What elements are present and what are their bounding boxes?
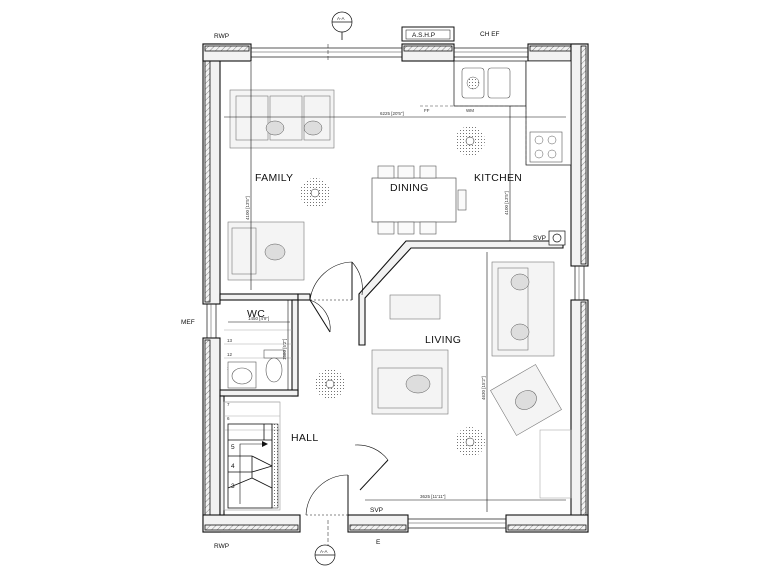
room-label-living: LIVING bbox=[425, 334, 461, 346]
dining-table bbox=[371, 165, 467, 235]
kitchen-units bbox=[420, 60, 572, 246]
ashp-box bbox=[401, 26, 455, 42]
svp-bottom-label: SVP bbox=[370, 507, 383, 514]
stair-step-4: 4 bbox=[231, 463, 235, 470]
section-top-label: A-A bbox=[337, 16, 345, 21]
windows bbox=[206, 47, 585, 529]
stair-step-12: 12 bbox=[227, 352, 233, 357]
room-label-family: FAMILY bbox=[255, 172, 293, 184]
dim-living-width: 3625 [11'11"] bbox=[420, 494, 446, 499]
external-walls bbox=[202, 43, 589, 533]
dim-width-top: 6225 [20'5"] bbox=[380, 111, 404, 116]
section-markers bbox=[314, 11, 353, 566]
chef-label: CH EF bbox=[480, 31, 500, 38]
dim-wc-width: 1450 [4'9"] bbox=[248, 316, 269, 321]
stair-step-13: 13 bbox=[227, 338, 233, 343]
dim-living-depth: 4630 [15'2"] bbox=[481, 376, 486, 400]
internal-walls bbox=[219, 240, 564, 516]
family-furniture bbox=[227, 89, 335, 281]
svp-right-label: SVP bbox=[533, 235, 546, 242]
stair-step-6: 6 bbox=[227, 416, 230, 421]
living-furniture bbox=[371, 261, 572, 499]
room-label-hall: HALL bbox=[291, 432, 318, 444]
ff-label: FF bbox=[424, 108, 430, 113]
stair-step-5: 5 bbox=[231, 444, 235, 451]
stair-step-3: 3 bbox=[231, 483, 235, 490]
doors bbox=[305, 261, 389, 516]
mef-label: MEF bbox=[181, 319, 195, 326]
room-label-dining: DINING bbox=[390, 182, 429, 194]
section-bottom-label: A-A bbox=[320, 549, 328, 554]
room-label-wc: WC bbox=[247, 308, 265, 320]
rwp-top-label: RWP bbox=[214, 33, 229, 40]
ashp-label: A.S.H.P bbox=[412, 32, 435, 39]
room-label-kitchen: KITCHEN bbox=[474, 172, 522, 184]
rwp-bottom-label: RWP bbox=[214, 543, 229, 550]
dim-family-depth: 4100 [13'5"] bbox=[245, 196, 250, 220]
e-label: E bbox=[376, 539, 381, 546]
detectors bbox=[300, 126, 485, 457]
stair-step-7: 7 bbox=[227, 402, 230, 407]
dim-kitchen-depth: 4100 [13'5"] bbox=[504, 191, 509, 215]
wc-fixtures bbox=[227, 349, 285, 389]
wm-label: WM bbox=[466, 108, 474, 113]
dimension-lines bbox=[224, 62, 566, 512]
dim-wc-depth: 1580 [5'2"] bbox=[282, 339, 287, 360]
staircase: 3 4 5 6 7 11 12 13 bbox=[223, 329, 292, 511]
